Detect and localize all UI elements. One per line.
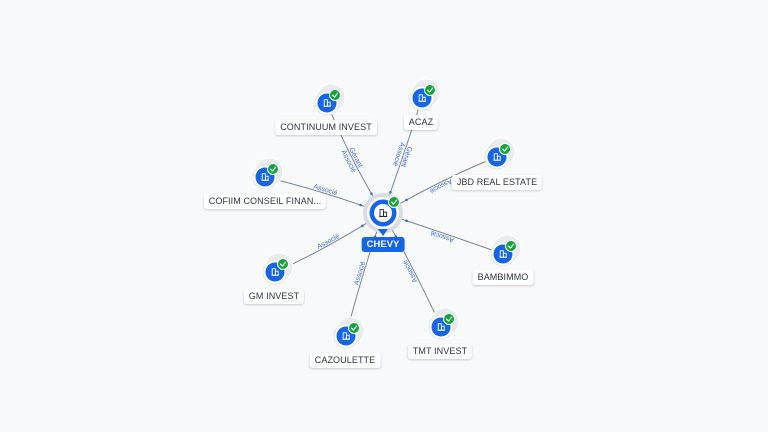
verified-check-icon <box>424 84 436 96</box>
node-label-acaz[interactable]: ACAZ <box>403 115 439 130</box>
node-acaz[interactable] <box>409 78 441 111</box>
node-cazoulette[interactable] <box>333 316 365 349</box>
center-node-label[interactable]: CHEVY <box>361 237 405 252</box>
company-icon <box>271 268 279 276</box>
edge-label: Associé <box>316 233 341 251</box>
edge-arrow-icon <box>359 203 362 207</box>
node-label-tmt[interactable]: TMT INVEST <box>407 344 473 359</box>
verified-check-icon <box>277 258 289 270</box>
node-bambimmo[interactable] <box>490 234 522 267</box>
center-node[interactable] <box>363 193 403 236</box>
edge-arrow-icon <box>405 219 408 223</box>
nodes-layer <box>252 78 522 349</box>
verified-check-icon <box>388 196 400 208</box>
node-label-cofiim[interactable]: COFIIM CONSEIL FINAN... <box>203 194 327 209</box>
edge-label: Associé <box>430 229 456 244</box>
edge-label: Associé <box>353 261 367 287</box>
center-pin-tip <box>378 229 388 236</box>
node-label-bambimmo[interactable]: BAMBIMMO <box>472 270 534 285</box>
verified-check-icon <box>348 322 360 334</box>
verified-check-icon <box>267 163 279 175</box>
node-label-jbd[interactable]: JBD REAL ESTATE <box>451 175 543 190</box>
company-icon <box>261 173 269 181</box>
verified-check-icon <box>329 89 341 101</box>
node-label-continuum[interactable]: CONTINUUM INVEST <box>275 120 377 135</box>
edge-arrow-icon <box>405 198 408 202</box>
edge-arrow-icon <box>370 192 373 196</box>
edge-label: Associé <box>402 259 419 284</box>
company-icon <box>418 94 426 102</box>
edge-arrow-icon <box>361 224 364 228</box>
node-continuum[interactable] <box>314 83 346 116</box>
node-jbd[interactable] <box>484 137 516 170</box>
verified-check-icon <box>505 240 517 252</box>
edge-label: Associé <box>428 177 453 194</box>
company-icon <box>342 332 350 340</box>
node-cofiim[interactable] <box>252 157 284 190</box>
verified-check-icon <box>499 143 511 155</box>
node-label-cazoulette[interactable]: CAZOULETTE <box>309 353 381 368</box>
verified-check-icon <box>443 313 455 325</box>
node-gm[interactable] <box>262 252 294 285</box>
node-label-gm[interactable]: GM INVEST <box>243 289 305 304</box>
company-icon <box>499 250 507 258</box>
company-icon <box>379 209 388 217</box>
company-icon <box>493 153 501 161</box>
company-icon <box>323 99 331 107</box>
edge-arrow-icon <box>389 190 392 194</box>
node-tmt[interactable] <box>428 307 460 340</box>
company-icon <box>437 323 445 331</box>
